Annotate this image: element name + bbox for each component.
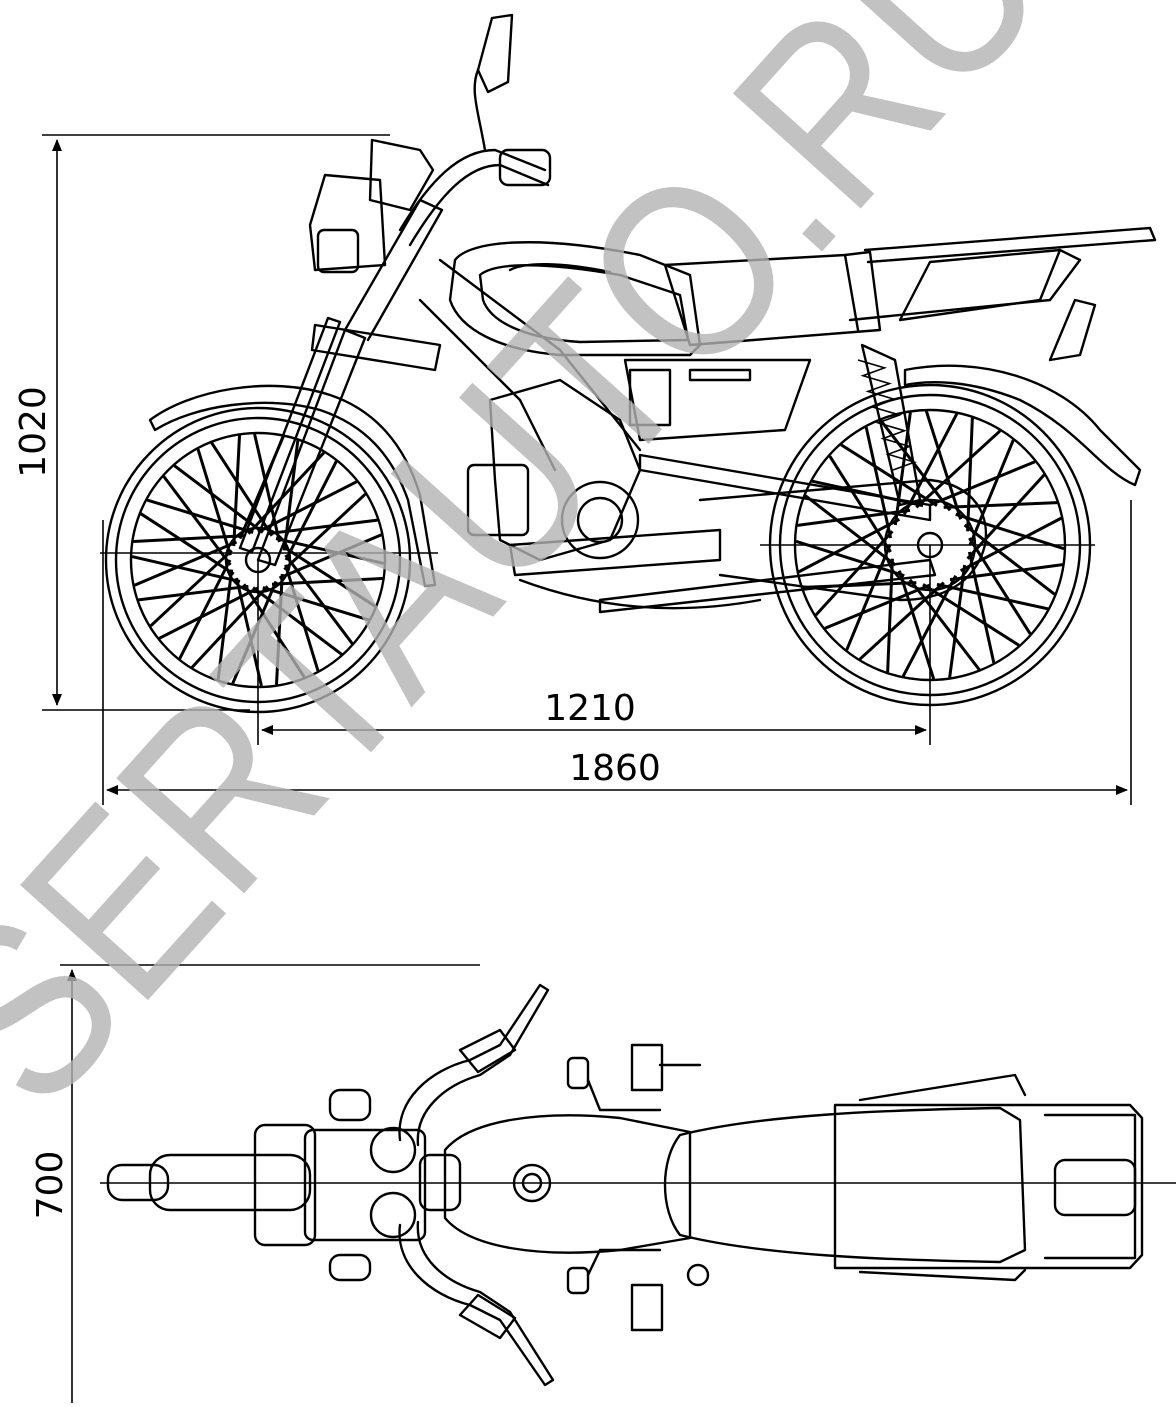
- top-seat: [663, 1106, 1027, 1264]
- top-fuel-tank: [443, 1114, 692, 1254]
- wheel-spoke: [924, 410, 963, 520]
- wheel-spoke: [795, 539, 905, 578]
- wheel-spoke: [210, 442, 274, 537]
- wheel-spoke: [955, 512, 1065, 551]
- fuel-tank: [448, 241, 702, 357]
- wheel-spoke: [173, 464, 264, 534]
- wheel-spoke: [943, 501, 1058, 509]
- wheelbase-label: 1210: [544, 688, 636, 729]
- engine: [466, 378, 762, 610]
- wheel-spoke: [864, 426, 893, 539]
- wheel-spoke: [929, 460, 1036, 507]
- wheel-spoke: [149, 549, 233, 628]
- wheel-spoke: [948, 564, 967, 678]
- wheel-spoke: [275, 537, 385, 565]
- watermark: SERTAUTO.RU: [0, 0, 1096, 1155]
- headlight: [308, 138, 435, 274]
- wheel-spoke: [242, 583, 306, 678]
- rear-shock: [857, 343, 922, 507]
- wheel-spoke: [966, 417, 974, 532]
- width-label: 700: [30, 1151, 71, 1220]
- wheel-spoke: [133, 534, 245, 544]
- side-view: [100, 13, 1157, 714]
- height-label: 1020: [13, 386, 54, 478]
- wheel-spoke: [968, 537, 1032, 635]
- seat: [663, 250, 882, 347]
- wheel-spoke: [146, 498, 254, 534]
- width-dimension: 700: [30, 964, 480, 1403]
- length-label: 1860: [569, 748, 661, 789]
- top-view: [100, 983, 1176, 1387]
- handlebar: [398, 13, 552, 247]
- wheel-spoke: [968, 439, 1015, 546]
- rear-rack: [848, 226, 1157, 322]
- wheel-spoke: [824, 583, 931, 630]
- front-fork: [238, 198, 444, 567]
- top-rack: [833, 1103, 1144, 1270]
- wheel-spoke: [804, 494, 897, 567]
- wheel-spoke: [963, 523, 1056, 596]
- wheel-spoke: [253, 433, 281, 543]
- wheel-spoke: [178, 559, 232, 660]
- side-cover: [623, 358, 812, 442]
- wheel-spoke: [216, 569, 234, 680]
- wheel-spoke: [902, 413, 959, 516]
- height-dimension: 1020: [13, 134, 390, 711]
- wheel-spoke: [262, 586, 370, 622]
- wheelbase-dimension: 1210: [257, 545, 931, 745]
- wheel-spoke: [908, 578, 981, 671]
- length-dimension: 1860: [102, 500, 1132, 805]
- wheel-spoke: [897, 570, 936, 680]
- wheel-spoke: [840, 443, 938, 507]
- wheel-spoke: [271, 576, 383, 586]
- wheel-spoke: [284, 554, 354, 645]
- wheel-spoke: [828, 455, 892, 553]
- wheel-spoke: [915, 429, 1002, 509]
- wheel-spoke: [845, 544, 892, 651]
- wheel-spoke: [281, 544, 376, 608]
- front-fender: [148, 384, 437, 588]
- rear-fender: [903, 364, 1142, 487]
- wheel-spoke: [252, 586, 343, 656]
- wheel-spoke: [886, 558, 894, 673]
- wheel-spoke: [133, 540, 238, 587]
- wheel-spoke: [936, 582, 1049, 611]
